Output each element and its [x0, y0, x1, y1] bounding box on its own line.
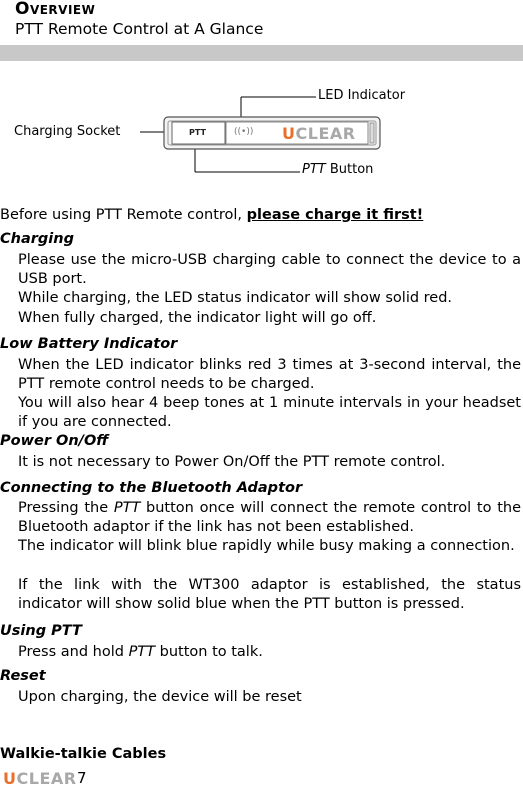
section-title: Overview — [15, 0, 96, 19]
charge-first-notice: please charge it first! — [246, 207, 424, 223]
reset-heading: Reset — [0, 668, 46, 684]
reset-paragraph: Upon charging, the device will be reset — [18, 689, 302, 705]
device-ptt-text: PTT — [189, 128, 206, 137]
connecting-paragraph-2: The indicator will blink blue rapidly wh… — [18, 538, 515, 554]
charging-heading: Charging — [0, 231, 74, 247]
connecting-heading: Connecting to the Bluetooth Adaptor — [0, 480, 303, 496]
connecting-p1-pre: Pressing the — [18, 500, 114, 516]
low-battery-paragraph-1: When the LED indicator blinks red 3 time… — [18, 357, 521, 392]
using-ptt-paragraph: Press and hold PTT button to talk. — [18, 643, 521, 662]
charging-paragraph-2: While charging, the LED status indicator… — [18, 290, 453, 306]
connecting-p1-post: button once will connect the remote cont… — [18, 500, 521, 535]
using-ptt-heading: Using PTT — [0, 623, 82, 639]
using-p1-post: button to talk. — [155, 644, 263, 660]
using-p1-ptt: PTT — [128, 644, 156, 660]
intro-line: Before using PTT Remote control, please … — [0, 206, 423, 225]
page-number: 7 — [77, 769, 87, 787]
footer-brand-rest: CLEAR — [16, 769, 77, 788]
device-brand-logo: UCLEAR — [282, 124, 356, 143]
power-heading: Power On/Off — [0, 433, 109, 449]
connecting-paragraph-1: Pressing the PTT button once will connec… — [18, 499, 521, 537]
device-face-panel — [225, 121, 369, 145]
charging-paragraph-3: When fully charged, the indicator light … — [18, 310, 377, 326]
header-divider-bar — [0, 45, 523, 61]
led-indicator-label: LED Indicator — [318, 88, 406, 103]
ptt-button-shape — [171, 121, 226, 145]
footer-brand-logo: UCLEAR — [3, 769, 77, 788]
charging-paragraph-1: Please use the micro-USB charging cable … — [18, 252, 521, 287]
walkie-talkie-heading: Walkie-talkie Cables — [0, 746, 167, 762]
charging-socket-shape — [369, 122, 375, 144]
led-icon: ((•)) — [234, 127, 254, 137]
ptt-button-label: PTT Button — [302, 162, 373, 177]
low-battery-paragraph-2: You will also hear 4 beep tones at 1 min… — [18, 395, 521, 430]
power-paragraph: It is not necessary to Power On/Off the … — [18, 454, 446, 470]
section-subtitle: PTT Remote Control at A Glance — [15, 20, 264, 38]
using-p1-pre: Press and hold — [18, 644, 129, 660]
footer-brand-u: U — [3, 769, 17, 788]
connecting-p1-ptt: PTT — [113, 500, 141, 516]
device-diagram — [140, 96, 381, 173]
device-inner-frame — [167, 120, 377, 146]
ptt-button-label-italic: PTT — [302, 162, 326, 177]
device-brand-rest: CLEAR — [295, 124, 356, 143]
ptt-button-label-word: Button — [329, 162, 374, 177]
device-brand-u: U — [282, 124, 296, 143]
intro-prefix: Before using PTT Remote control, — [0, 207, 247, 223]
connecting-paragraph-3: If the link with the WT300 adaptor is es… — [18, 577, 521, 612]
charging-socket-label: Charging Socket — [14, 124, 121, 139]
low-battery-heading: Low Battery Indicator — [0, 336, 178, 352]
